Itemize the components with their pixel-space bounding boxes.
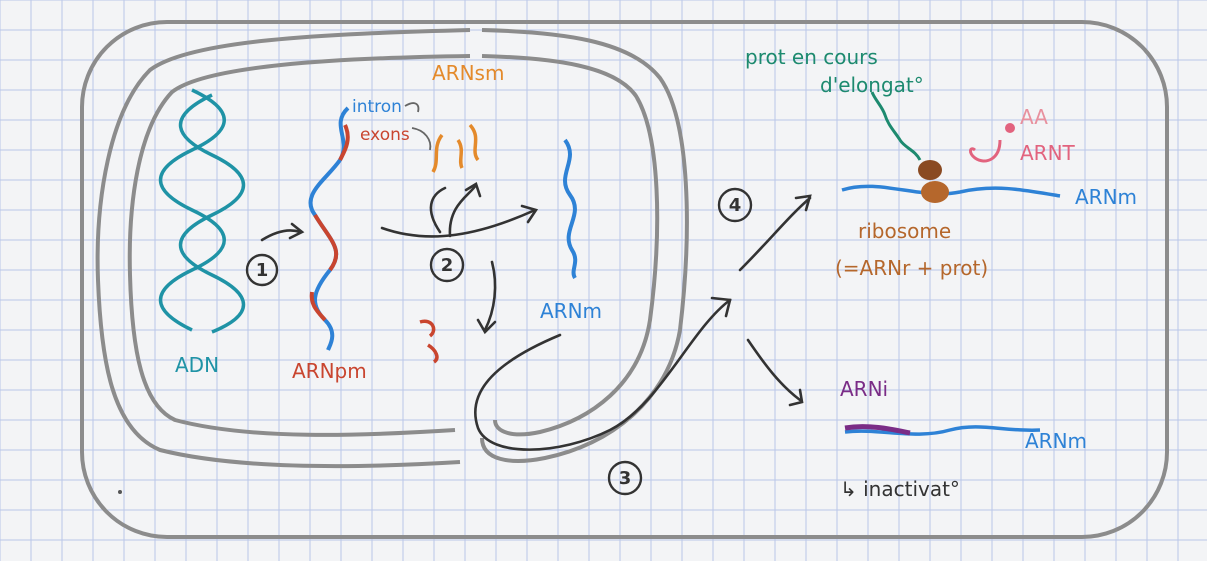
trna (969, 139, 1002, 163)
label-inactivation: ↳ inactivat° (840, 477, 960, 501)
arrow-to-introns (483, 260, 497, 332)
label-prot-en-cours-2: d'elongat° (820, 73, 924, 97)
pre-mrna (308, 106, 350, 351)
dna-helix (159, 88, 245, 334)
step-2-number: 2 (441, 255, 454, 276)
cell-membrane (80, 20, 1169, 539)
label-arn-m-bottom: ARNm (1025, 429, 1087, 453)
label-exons: exons (360, 125, 410, 145)
ribosome (918, 160, 949, 203)
step-4-number: 4 (729, 195, 742, 216)
label-prot-en-cours-1: prot en cours (745, 45, 878, 69)
nuclear-envelope-inner-right (481, 54, 660, 437)
label-arn-i: ARNi (840, 377, 888, 401)
step-1-number: 1 (256, 260, 269, 281)
arrow-maturation (380, 208, 537, 238)
label-arn-pm: ARNpm (292, 359, 367, 383)
step-3-number: 3 (619, 468, 632, 489)
label-ribosome-composition: (=ARNr + prot) (835, 256, 988, 280)
nascent-protein (870, 91, 922, 161)
pre-mrna-blue (308, 106, 350, 351)
ribosome-small-subunit (921, 181, 949, 203)
label-arn-t: ARNT (1020, 141, 1076, 165)
label-intron: intron (352, 97, 402, 117)
nuclear-envelope-outer-left (95, 28, 471, 469)
small-rna-fragments (431, 123, 480, 173)
pre-mrna-exon-3 (309, 291, 327, 322)
step-4-circle (717, 187, 753, 223)
step-1-circle (245, 253, 279, 287)
pencil-dot (118, 490, 122, 494)
dna-strand-a (159, 88, 226, 332)
arni-strand (844, 424, 911, 436)
mrna-nucleus (563, 138, 578, 280)
dna-strand-b (179, 93, 245, 334)
arrow-u (448, 183, 478, 238)
arrow-transcription (260, 229, 302, 242)
arrow-intron-pointer (404, 102, 420, 113)
arrow-to-small-rna (429, 186, 447, 234)
label-adn: ADN (175, 353, 219, 377)
nuclear-envelope-outer-right (480, 28, 689, 463)
label-aa: AA (1020, 105, 1048, 129)
pre-mrna-exon-2 (313, 213, 339, 272)
mrna-cytoplasm-interference (844, 425, 1041, 436)
arrow-exon-pointer (411, 127, 432, 151)
arrow-to-interference (746, 338, 802, 402)
label-arn-m-ribosome: ARNm (1075, 185, 1137, 209)
step-markers (245, 187, 753, 496)
step-3-circle (607, 460, 643, 496)
excised-introns (419, 319, 439, 364)
label-ribosome: ribosome (858, 219, 951, 243)
nuclear-envelope-inner-left (127, 54, 471, 437)
pre-mrna-exon-1 (338, 124, 350, 161)
mrna-cytoplasm-translation (841, 184, 1061, 198)
label-arn-sm: ARNsm (432, 61, 504, 85)
amino-acid (1005, 123, 1015, 133)
step-2-circle (429, 247, 465, 283)
ribosome-large-subunit (918, 160, 942, 180)
arrows (260, 182, 812, 451)
arrow-to-translation (738, 196, 812, 272)
arrow-export (474, 298, 732, 451)
label-arn-m-nucleus: ARNm (540, 299, 602, 323)
